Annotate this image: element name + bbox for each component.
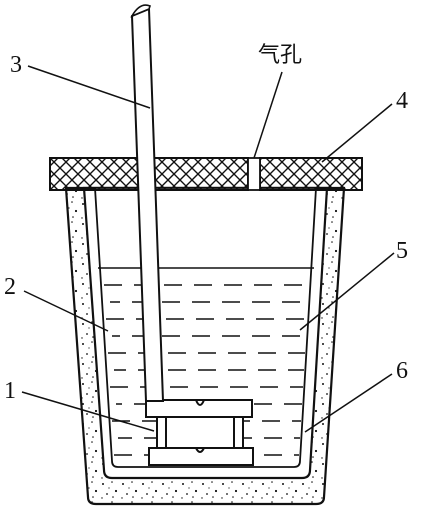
- label-5: 5: [396, 238, 408, 264]
- lid-right: [259, 157, 363, 191]
- label-2: 2: [4, 274, 16, 300]
- label-vent-hole: 气孔: [258, 43, 302, 68]
- label-1: 1: [4, 378, 16, 404]
- label-3: 3: [10, 52, 22, 78]
- leader-lines: [21, 65, 395, 433]
- label-4: 4: [396, 88, 408, 114]
- label-6: 6: [396, 358, 408, 384]
- rod-tip: [130, 4, 151, 18]
- vent-hole: [247, 157, 261, 191]
- sample-holder: [145, 399, 254, 466]
